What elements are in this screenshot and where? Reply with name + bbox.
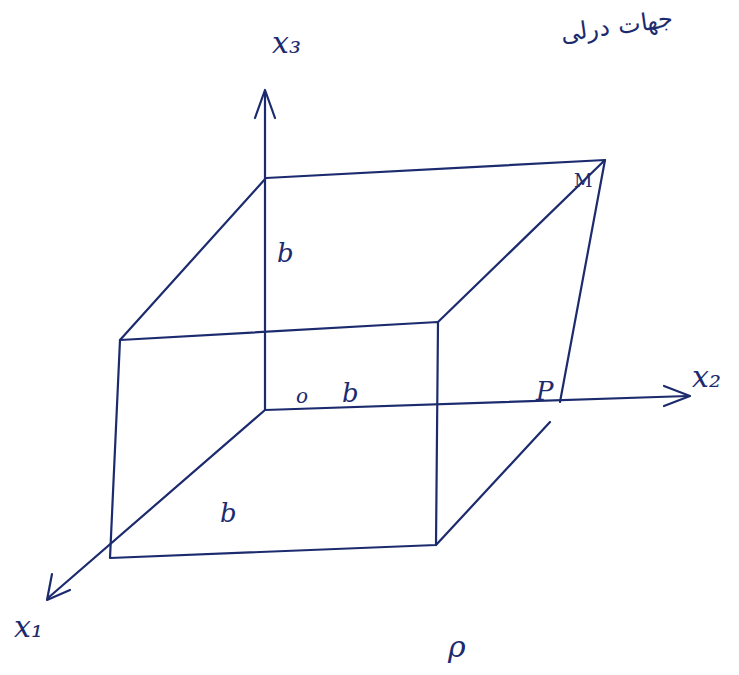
axis-label: x₃ — [272, 28, 301, 58]
handwritten-note: جهات درلی — [559, 6, 675, 46]
x2-axis — [265, 396, 688, 410]
x1-arrowhead — [47, 574, 70, 600]
origin-label: o — [296, 386, 308, 406]
cube-back-edge — [560, 160, 605, 402]
point-label: M — [574, 172, 592, 190]
point-label: P — [536, 378, 554, 404]
x1-axis — [48, 410, 265, 598]
cube-front-face — [110, 322, 438, 558]
cube-bottom-edge — [436, 422, 550, 545]
axis-label: x₁ — [14, 612, 43, 642]
note-fragment: ρ — [448, 632, 466, 662]
axis-label: x₂ — [692, 362, 721, 392]
cube-top-face — [120, 160, 605, 340]
x2-arrowhead — [664, 386, 690, 406]
x3-arrowhead — [255, 90, 275, 118]
dimension-label: b — [277, 240, 294, 266]
dimension-label: b — [342, 380, 359, 406]
dimension-label: b — [220, 500, 237, 526]
x3-axis — [264, 92, 266, 410]
